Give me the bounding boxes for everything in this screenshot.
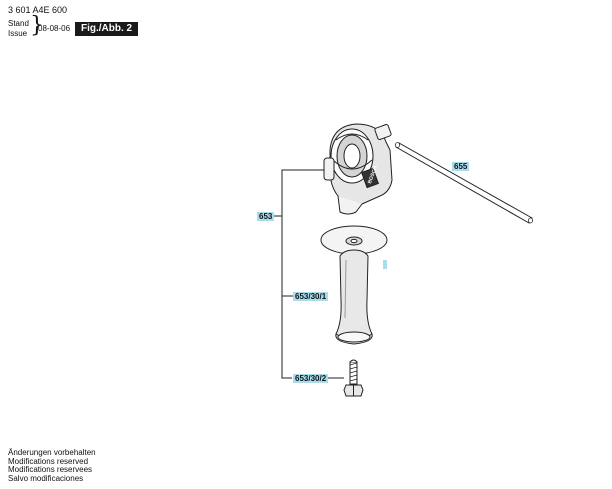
brace-glyph: } — [30, 13, 44, 38]
part-label-653-30-2: 653/30/2 — [293, 374, 329, 383]
footer-line: Modifications reservees — [8, 465, 93, 475]
part-label-653-30-1: 653/30/1 — [293, 292, 329, 301]
grip-screw — [343, 359, 364, 397]
footer-line: Änderungen vorbehalten — [8, 448, 96, 457]
assembly-bracket — [272, 169, 344, 379]
depth-stop-rod — [395, 142, 533, 224]
part-label-655: 655 — [452, 162, 470, 171]
footer-line: Modifications reserved — [8, 456, 89, 466]
stand-label: Stand — [8, 19, 29, 28]
part-label-653: 653 — [257, 212, 275, 221]
highlight-marker — [383, 260, 387, 269]
footer-line: Salvo modificaciones — [8, 474, 84, 484]
issue-date: 08-08-06 — [38, 24, 71, 33]
depth-gauge-brand-text: BOSCH — [367, 165, 379, 184]
handle-clamp-ring — [323, 123, 393, 215]
document-code: 3 601 A4E 600 — [8, 5, 68, 15]
stand-issue-label: Stand Issue — [8, 19, 29, 39]
issue-label: Issue — [8, 29, 28, 38]
figure-badge: Fig./Abb. 2 — [75, 22, 139, 36]
modification-notice: Änderungen vorbehalten Modifications res… — [8, 448, 96, 484]
hand-grip — [335, 249, 373, 345]
